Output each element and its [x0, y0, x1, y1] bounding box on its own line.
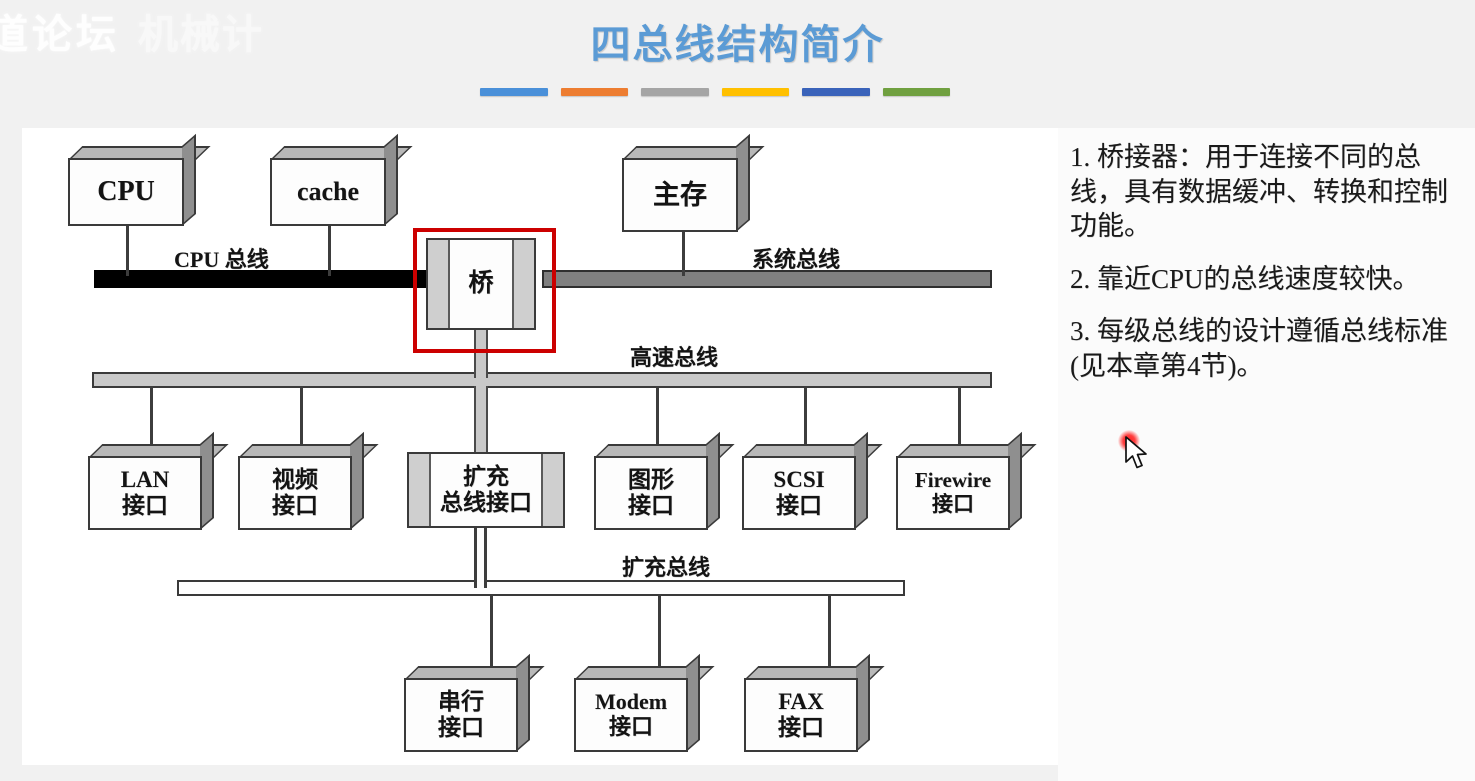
video-interface-line2: 接口 — [272, 493, 318, 518]
graphics-interface-line1: 图形 — [628, 467, 674, 493]
mouse-cursor — [1118, 430, 1158, 470]
note-item-1: 1. 桥接器：用于连接不同的总线，具有数据缓冲、转换和控制功能。 — [1070, 142, 1448, 242]
lead-highspeed-to-lan — [150, 386, 153, 446]
cache-label: cache — [296, 177, 360, 207]
arrow-pointer-icon — [1125, 436, 1147, 469]
rule-segment-1 — [480, 88, 548, 96]
bus-structure-diagram: CPU 总线 系统总线 桥 高速总线 扩充 总线接口 扩充总线 CPU — [22, 128, 1058, 765]
expansion-bus-bar — [177, 580, 905, 596]
cache-node-side-face — [384, 133, 398, 226]
cpu-label: CPU — [97, 176, 155, 208]
high-speed-bus-bar — [92, 372, 992, 388]
cache-node: cache — [270, 133, 413, 226]
scsi-interface-node: SCSI 接口 — [742, 431, 883, 530]
expansion-bus-interface-line2: 总线接口 — [440, 490, 532, 515]
lead-highspeed-to-graphics — [656, 386, 659, 446]
graphics-interface-node: 图形 接口 — [594, 431, 735, 530]
cpu-bus-label: CPU 总线 — [174, 247, 269, 272]
lan-interface-front-face: LAN 接口 — [88, 456, 202, 530]
bridge-node: 桥 — [426, 238, 536, 330]
firewire-interface-front-face: Firewire 接口 — [896, 456, 1010, 530]
high-speed-bus-label: 高速总线 — [630, 345, 719, 370]
lan-interface-line2: 接口 — [122, 493, 168, 518]
notes-panel: 1. 桥接器：用于连接不同的总线，具有数据缓冲、转换和控制功能。 2. 靠近CP… — [1058, 128, 1475, 781]
scsi-interface-front-face: SCSI 接口 — [742, 456, 856, 530]
cache-node-front-face: cache — [270, 158, 386, 226]
expansion-bus-interface-node: 扩充 总线接口 — [407, 452, 565, 528]
firewire-interface-line2: 接口 — [932, 492, 974, 516]
modem-interface-front-face: Modem 接口 — [574, 678, 688, 752]
watermark-top-left: 道论坛机械计 — [0, 2, 264, 60]
lan-interface-line1: LAN — [120, 467, 170, 493]
serial-interface-front-face: 串行 接口 — [404, 678, 518, 752]
main-memory-node-side-face — [736, 133, 750, 232]
watermark-top-left-text: 道论坛 — [0, 13, 120, 57]
serial-interface-line2: 接口 — [438, 715, 484, 740]
lead-expansion-to-modem — [658, 594, 661, 668]
diagram-panel: CPU 总线 系统总线 桥 高速总线 扩充 总线接口 扩充总线 CPU — [22, 128, 1058, 765]
lead-expansion-if-to-expansion-bus — [474, 526, 487, 588]
expansion-bus-interface-line1: 扩充 — [463, 463, 509, 489]
cpu-node: CPU — [68, 133, 211, 226]
rule-segment-4 — [721, 88, 789, 96]
lan-interface-side-face — [200, 431, 214, 530]
serial-interface-line1: 串行 — [438, 689, 484, 715]
lead-expansion-to-fax — [828, 594, 831, 668]
bridge-label: 桥 — [468, 269, 494, 297]
watermark-top-left-ghost: 机械计 — [138, 13, 264, 57]
graphics-interface-line2: 接口 — [628, 493, 674, 518]
cpu-node-front-face: CPU — [68, 158, 184, 226]
rule-segment-5 — [802, 88, 870, 96]
fax-interface-node: FAX 接口 — [744, 653, 885, 752]
system-bus-bar — [542, 270, 992, 288]
main-memory-label: 主存 — [653, 179, 707, 210]
main-memory-node: 主存 — [622, 133, 765, 232]
modem-interface-side-face — [686, 653, 700, 752]
fax-interface-side-face — [856, 653, 870, 752]
rule-segment-3 — [641, 88, 709, 96]
system-bus-label: 系统总线 — [752, 247, 841, 272]
lan-interface-node: LAN 接口 — [88, 431, 229, 530]
video-interface-side-face — [350, 431, 364, 530]
expansion-bus-label: 扩充总线 — [622, 555, 711, 580]
serial-interface-node: 串行 接口 — [404, 653, 545, 752]
page-title: 四总线结构简介 — [590, 22, 885, 67]
lead-cpu-to-bus — [126, 224, 129, 276]
serial-interface-side-face — [516, 653, 530, 752]
fax-interface-line1: FAX — [778, 689, 824, 715]
graphics-interface-side-face — [706, 431, 720, 530]
firewire-interface-side-face — [1008, 431, 1022, 530]
fax-interface-front-face: FAX 接口 — [744, 678, 858, 752]
graphics-interface-front-face: 图形 接口 — [594, 456, 708, 530]
scsi-interface-line2: 接口 — [776, 493, 822, 518]
scsi-interface-line1: SCSI — [773, 467, 825, 493]
modem-interface-line2: 接口 — [608, 714, 653, 739]
rule-segment-2 — [560, 88, 628, 96]
lead-mainmem-to-bus — [682, 230, 685, 276]
main-memory-node-front-face: 主存 — [622, 158, 738, 232]
cpu-node-side-face — [182, 133, 196, 226]
lead-highspeed-to-expansion-if — [474, 386, 488, 454]
video-interface-line1: 视频 — [272, 467, 318, 493]
modem-interface-node: Modem 接口 — [574, 653, 715, 752]
video-interface-front-face: 视频 接口 — [238, 456, 352, 530]
note-item-2: 2. 靠近CPU的总线速度较快。 — [1070, 263, 1420, 294]
cpu-bus-bar — [94, 270, 462, 288]
note-item-3: 3. 每级总线的设计遵循总线标准(见本章第4节)。 — [1070, 316, 1448, 381]
scsi-interface-side-face — [854, 431, 868, 530]
firewire-interface-line1: Firewire — [914, 468, 992, 493]
firewire-interface-node: Firewire 接口 — [896, 431, 1037, 530]
notes-list: 1. 桥接器：用于连接不同的总线，具有数据缓冲、转换和控制功能。 2. 靠近CP… — [1058, 128, 1475, 383]
lead-cache-to-bus — [328, 224, 331, 276]
lead-highspeed-to-firewire — [958, 386, 961, 446]
lead-highspeed-to-video — [300, 386, 303, 446]
video-interface-node: 视频 接口 — [238, 431, 379, 530]
lead-expansion-to-serial — [490, 594, 493, 668]
title-underline-rule — [480, 88, 950, 96]
rule-segment-6 — [882, 88, 950, 96]
modem-interface-line1: Modem — [594, 689, 668, 715]
lead-highspeed-to-scsi — [804, 386, 807, 446]
lead-bridge-to-highspeed-bus — [474, 328, 488, 378]
fax-interface-line2: 接口 — [778, 715, 824, 740]
